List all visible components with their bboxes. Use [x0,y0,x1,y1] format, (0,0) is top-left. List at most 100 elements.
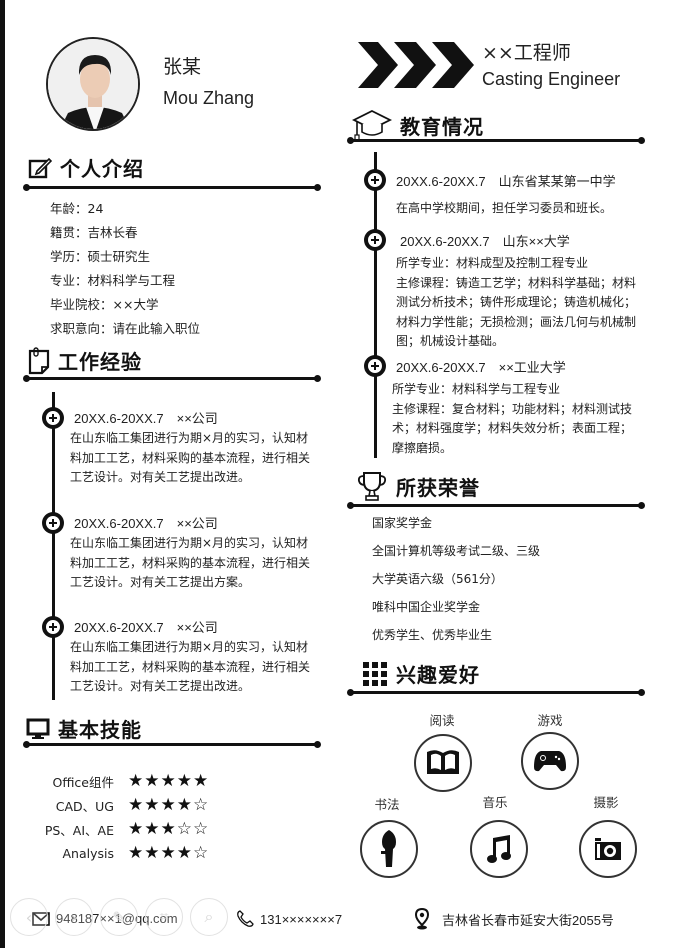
section-header-hobbies: 兴趣爱好 [362,659,480,688]
graduation-cap-icon [352,109,392,141]
plus-circle-icon [364,355,386,377]
education-entry-description: 所学专业：材料成型及控制工程专业 主修课程：铸造工艺学；材料科学基础；材料测试分… [396,256,637,348]
plus-circle-icon [42,616,64,638]
monitor-icon [26,718,50,739]
skills-list: Office组件 ★★★★★ CAD、UG ★★★★☆ PS、AI、AE ★★★… [30,769,209,865]
star-rating-icon: ★★★☆☆ [128,819,210,839]
hobby-label-calligraphy: 书法 [374,797,400,812]
hobby-label-music: 音乐 [482,795,508,810]
section-header-work: 工作经验 [28,346,142,375]
page-left-border [0,0,5,948]
skill-name: Analysis [62,845,114,861]
hobby-music [470,820,528,878]
section-header-education: 教育情况 [352,108,484,142]
contact-address: 吉林省长春市延安大街2055号 [414,908,614,930]
honor-item: 国家奖学金 [372,516,433,530]
education-entry-description: 所学专业：材料科学与工程专业 主修课程：复合材料；功能材料；材料测试技术；材料强… [392,382,633,455]
skill-name: Office组件 [52,774,115,790]
skill-row: Analysis ★★★★☆ [30,841,209,865]
skill-row: Office组件 ★★★★★ [30,769,209,793]
section-title: 个人介绍 [60,157,144,181]
skill-row: PS、AI、AE ★★★☆☆ [30,817,209,841]
work-entry-date-company: 20XX.6-20XX.7 ××公司 [74,620,218,635]
section-title: 教育情况 [400,114,484,139]
hobby-calligraphy [360,820,418,878]
search-icon: ⌕ [204,907,214,926]
section-divider [23,741,321,748]
section-divider [347,689,645,696]
section-header-profile: 个人介绍 [28,153,144,182]
education-entry-date-school: 20XX.6-20XX.7 山东××大学 [400,234,570,249]
camera-icon [595,838,621,860]
phone-icon [237,910,254,927]
honor-item: 大学英语六级（561分） [372,572,503,586]
image-viewer-toolbar: ‹ › ✎ ⌗ ⌕ [10,898,228,936]
job-title-english: Casting Engineer [482,69,621,89]
section-title: 工作经验 [58,350,142,374]
chevron-right-icon: › [70,907,78,927]
crop-button[interactable]: ⌗ [145,898,183,936]
section-divider [347,137,645,144]
honor-item: 优秀学生、优秀毕业生 [372,628,493,642]
next-button[interactable]: › [55,898,93,936]
hobby-gaming [521,732,579,790]
contact-phone: 131×××××××7 [236,910,342,928]
honor-item: 唯科中国企业奖学金 [372,600,481,614]
star-rating-icon: ★★★★☆ [128,795,210,815]
chevron-arrows-icon [358,42,474,88]
edit-button[interactable]: ✎ [100,898,138,936]
hobby-label-gaming: 游戏 [537,713,563,728]
work-entry-description: 在山东临工集团进行为期×月的实习，认知材料加工工艺，材料采购的基本流程，进行相关… [70,640,311,693]
plus-circle-icon [364,229,386,251]
job-title-chinese: ××工程师 [482,42,571,64]
honor-item: 全国计算机等级考试二级、三级 [372,544,541,558]
profile-major: 专业：材料科学与工程 [50,273,176,288]
profile-photo-icon [48,39,138,129]
name-english: Mou Zhang [163,88,255,108]
name-chinese: 张某 [163,56,202,78]
profile-hometown: 籍贯：吉林长春 [50,225,138,240]
work-timeline-line [52,392,55,700]
section-title: 基本技能 [58,718,142,742]
gamepad-icon [534,751,566,772]
education-timeline-line [374,152,377,458]
skill-name: CAD、UG [55,798,114,814]
section-header-skills: 基本技能 [26,714,142,743]
hobby-photography [579,820,637,878]
music-note-icon [487,835,511,863]
profile-age: 年龄：24 [50,201,104,216]
plus-circle-icon [364,169,386,191]
hobby-label-photography: 摄影 [593,795,619,810]
search-button[interactable]: ⌕ [190,898,228,936]
education-entry-description: 在高中学校期间，担任学习委员和班长。 [396,201,613,215]
section-header-honors: 所获荣誉 [356,470,480,502]
brush-icon [381,830,396,867]
skill-row: CAD、UG ★★★★☆ [30,793,209,817]
profile-objective: 求职意向：请在此输入职位 [50,321,201,336]
address-text: 吉林省长春市延安大街2055号 [442,912,614,928]
work-entry-date-company: 20XX.6-20XX.7 ××公司 [74,516,218,531]
education-entry-date-school: 20XX.6-20XX.7 山东省某某第一中学 [396,174,616,189]
location-pin-icon [414,908,430,930]
work-entry-date-company: 20XX.6-20XX.7 ××公司 [74,411,218,426]
section-title: 所获荣誉 [396,475,480,500]
previous-button[interactable]: ‹ [10,898,48,936]
section-divider [347,502,645,509]
section-divider [23,375,321,382]
work-entry-description: 在山东临工集团进行为期×月的实习，认知材料加工工艺，材料采购的基本流程，进行相关… [70,431,311,484]
profile-school: 毕业院校：××大学 [50,297,159,312]
section-divider [23,184,321,191]
edit-icon [28,157,52,178]
profile-details: 年龄：24 籍贯：吉林长春 学历：硕士研究生 专业：材料科学与工程 毕业院校：×… [50,197,200,341]
hobby-label-reading: 阅读 [429,713,455,728]
honors-list: 国家奖学金 全国计算机等级考试二级、三级 大学英语六级（561分） 唯科中国企业… [372,509,540,649]
plus-circle-icon [42,407,64,429]
phone-text: 131×××××××7 [260,911,343,927]
work-entry-description: 在山东临工集团进行为期×月的实习，认知材料加工工艺，材料采购的基本流程，进行相关… [70,536,311,589]
crop-icon: ⌗ [159,907,169,926]
skill-name: PS、AI、AE [44,822,114,838]
book-icon [427,750,459,774]
document-icon [28,346,50,374]
star-rating-icon: ★★★★★ [128,771,210,791]
pen-icon: ✎ [112,907,126,927]
